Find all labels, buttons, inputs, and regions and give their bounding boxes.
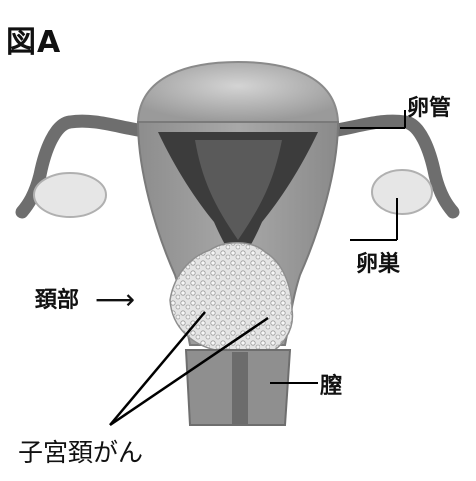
- left-ovary: [34, 173, 106, 217]
- figure-title: 図A: [6, 28, 61, 58]
- ovary-label: 卵巣: [356, 254, 400, 276]
- cervical-cancer-label: 子宮頚がん: [18, 440, 143, 465]
- uterus-fundus: [138, 62, 338, 122]
- vaginal-canal: [232, 352, 248, 424]
- vagina-label: 膣: [320, 376, 342, 398]
- cervix-arrow: ⟶: [95, 286, 135, 314]
- right-ovary: [372, 170, 432, 214]
- fallopian-tube-label: 卵管: [407, 98, 451, 120]
- cervix-label: 頚部: [35, 290, 79, 312]
